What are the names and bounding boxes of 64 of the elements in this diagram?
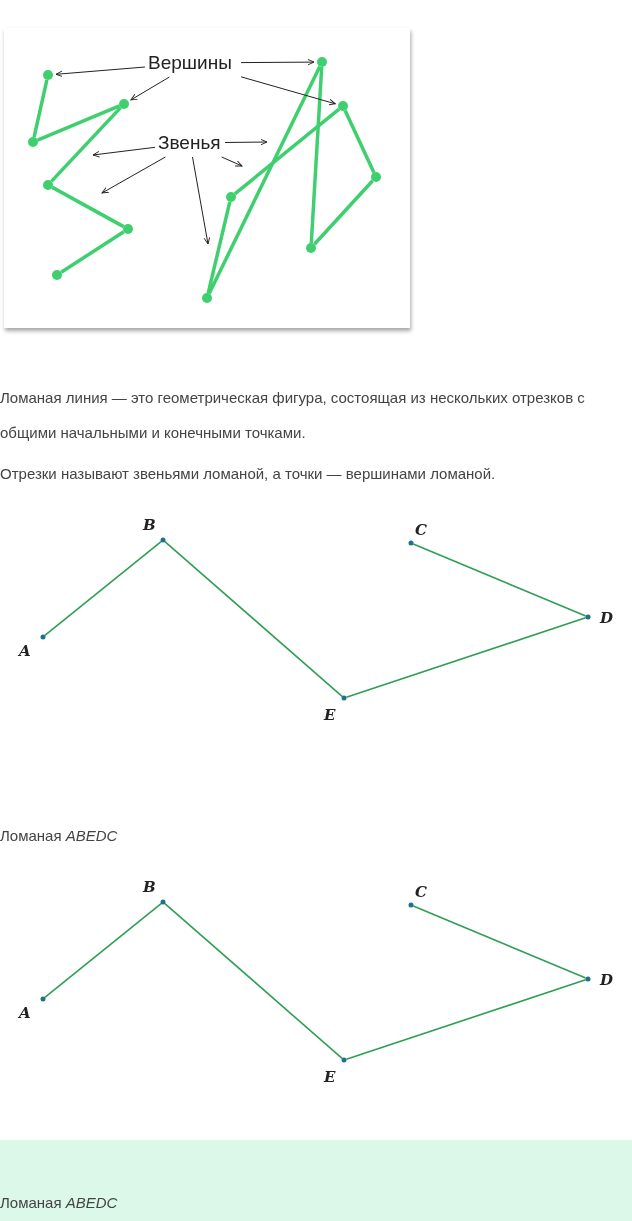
figure-caption: Ломаная ABEDC — [0, 826, 118, 846]
leader-arrow — [192, 156, 211, 245]
polyline-segment — [345, 617, 587, 698]
vertex-dot — [43, 70, 53, 80]
polyline-segment — [313, 179, 374, 246]
point-label: C — [415, 521, 427, 539]
polyline-segment — [44, 902, 162, 999]
callout-label: Вершины — [148, 52, 232, 74]
point-label: E — [324, 1068, 336, 1086]
figure-caption: Ломаная ABEDC — [0, 1193, 118, 1213]
point-label: A — [19, 1004, 31, 1022]
vertex-dot — [585, 614, 591, 620]
vertex-dot — [338, 101, 348, 111]
leader-arrow — [130, 76, 170, 101]
vertex-dot — [43, 180, 53, 190]
polyline-segment — [164, 540, 343, 698]
point-label: D — [600, 609, 613, 627]
vertex-dot — [408, 902, 414, 908]
vertex-dot — [306, 243, 316, 253]
callout-label: Звенья — [158, 132, 221, 154]
leader-arrow — [55, 66, 146, 78]
polyline-segment — [233, 107, 341, 196]
point-label: A — [19, 642, 31, 660]
vertex-dot — [52, 270, 62, 280]
polyline-segment — [36, 104, 121, 142]
vertex-dot — [371, 172, 381, 182]
definition-text: Отрезки называют звеньями ломаной, а точки — вершинами ломаной. — [0, 464, 497, 484]
vertex-dot — [341, 695, 347, 701]
vertex-dot — [341, 1057, 347, 1063]
polyline-segment — [345, 979, 587, 1060]
definition-text: Ломаная линия — это геометрическая фигура, состоящая из нескольких отрезков с общими начальными и конечными точками. — [0, 388, 586, 443]
polyline-segment — [309, 66, 324, 244]
point-label: C — [415, 883, 427, 901]
polyline-segment — [412, 905, 587, 979]
leader-arrow — [240, 76, 336, 106]
polyline-segment — [51, 185, 125, 229]
leader-arrow — [221, 156, 243, 167]
polyline-segment — [412, 543, 587, 617]
vertex-dot — [40, 634, 46, 640]
vertex-dot — [119, 99, 129, 109]
polyline-segment — [44, 540, 162, 637]
polyline-segment — [207, 65, 322, 295]
vertex-dot — [408, 540, 414, 546]
leader-arrow — [101, 156, 166, 194]
polyline-segment — [164, 902, 343, 1060]
point-label: D — [600, 971, 613, 989]
vertex-dot — [202, 293, 212, 303]
point-label: E — [324, 706, 336, 724]
point-label: B — [143, 516, 156, 534]
vertex-dot — [28, 137, 38, 147]
point-label: B — [143, 878, 156, 896]
polyline-segment — [206, 201, 232, 294]
polyline-segment — [60, 230, 125, 274]
vertex-dot — [317, 57, 327, 67]
polyline-segment — [343, 109, 376, 174]
polyline-segment — [50, 106, 122, 183]
vertex-dot — [585, 976, 591, 982]
leader-arrow — [92, 146, 156, 158]
vertex-dot — [40, 996, 46, 1002]
vertex-dot — [160, 537, 166, 543]
vertex-dot — [226, 192, 236, 202]
polyline-segment — [32, 79, 49, 138]
vertex-dot — [160, 899, 166, 905]
vertex-dot — [123, 224, 133, 234]
